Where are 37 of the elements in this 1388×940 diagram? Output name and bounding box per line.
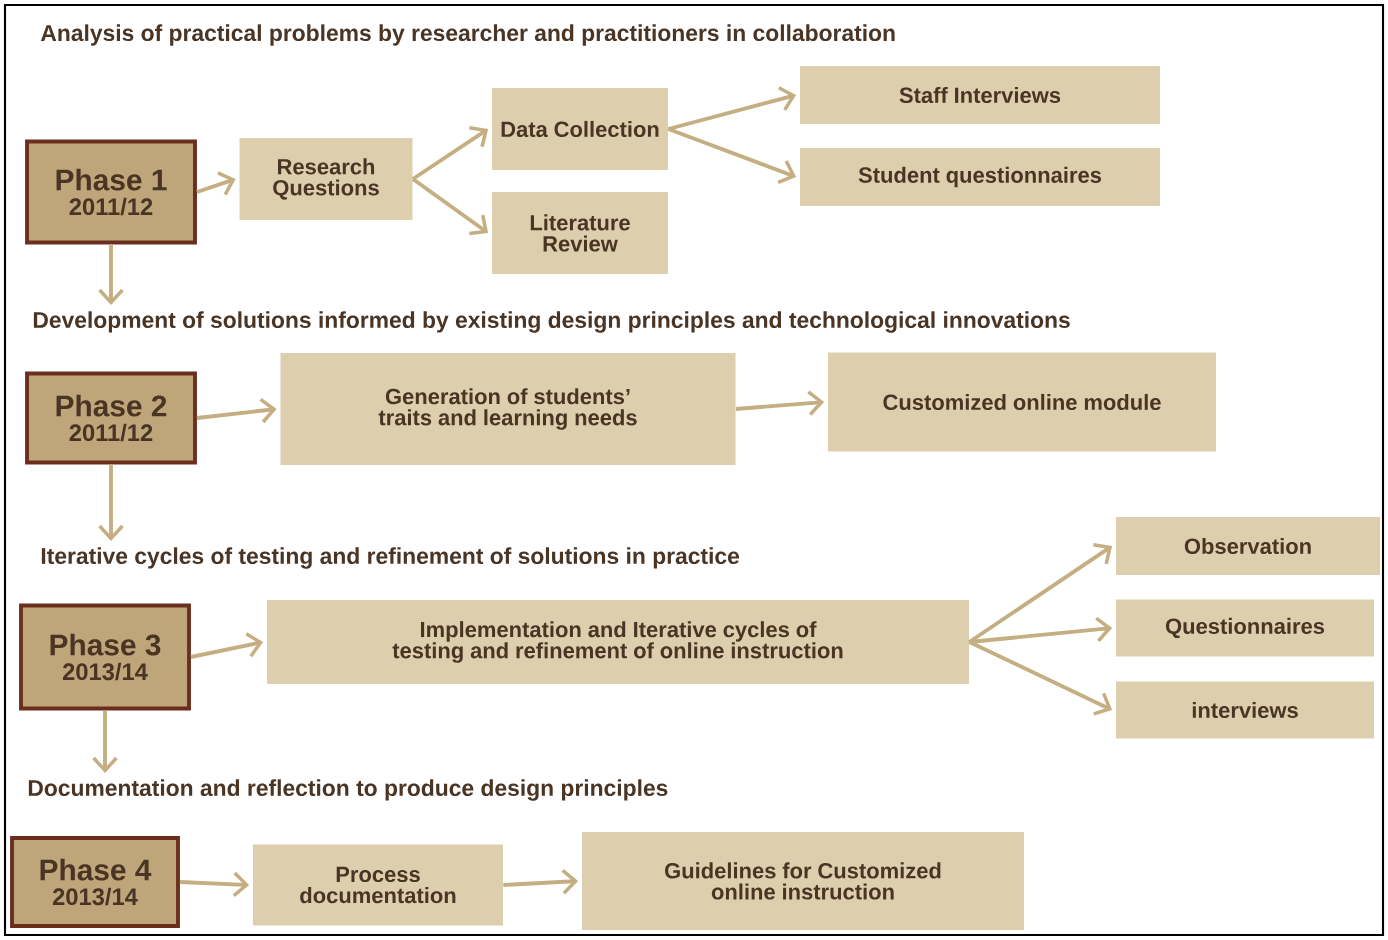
arrow [968, 640, 1113, 716]
phase-box: Phase 2 2011/12 [25, 371, 197, 465]
process-box: Observation [1116, 517, 1380, 575]
arrow [196, 171, 236, 196]
arrow [92, 710, 118, 773]
arrow [190, 632, 264, 659]
arrow [667, 127, 797, 185]
arrow [667, 86, 797, 131]
arrow [411, 126, 489, 181]
arrow [411, 177, 489, 236]
process-box: Implementation and Iterative cycles of testing and refinement of online instruction [267, 600, 969, 684]
phase-box: Phase 3 2013/14 [19, 603, 191, 711]
arrow [969, 616, 1113, 644]
process-box: Generation of students’ traits and learning needs [280, 353, 736, 465]
process-box: Student questionnaires [800, 148, 1160, 206]
process-box: Research Questions [239, 138, 413, 220]
process-box: interviews [1116, 681, 1374, 739]
section-heading: Analysis of practical problems by researcher and practitioners in collaboration [40, 24, 895, 46]
phase-box: Phase 4 2013/14 [10, 836, 180, 928]
arrow [503, 869, 579, 895]
arrow [196, 397, 277, 424]
process-box: Process documentation [253, 844, 503, 926]
arrow [98, 464, 124, 541]
arrow [98, 244, 124, 305]
arrow [735, 390, 825, 416]
arrow [179, 871, 250, 898]
process-box: Literature Review [492, 192, 668, 274]
arrow [968, 543, 1113, 644]
process-box: Staff Interviews [800, 66, 1160, 124]
process-box: Data Collection [492, 88, 668, 170]
section-heading: Iterative cycles of testing and refinement of solutions in practice [41, 547, 740, 569]
section-heading: Development of solutions informed by existing design principles and technological innovations [33, 311, 1070, 333]
phase-box: Phase 1 2011/12 [25, 139, 197, 245]
process-box: Questionnaires [1116, 599, 1374, 657]
section-heading: Documentation and reflection to produce design principles [28, 779, 668, 801]
process-box: Customized online module [828, 352, 1216, 452]
process-box: Guidelines for Customized online instruction [582, 832, 1024, 930]
